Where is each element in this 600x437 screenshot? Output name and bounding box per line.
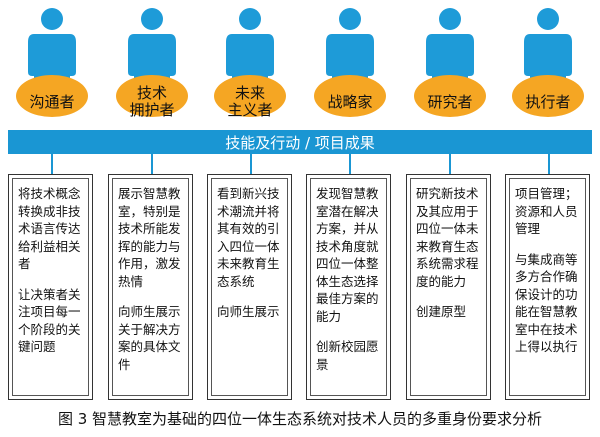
skills-banner: 技能及行动 / 项目成果 (8, 130, 592, 154)
description-text: 将技术概念转换成非技术语言传达给利益相关者 (18, 186, 81, 271)
description-box-strategist: 发现智慧教室潜在解决方案，并从技术角度就四位一体整体生态选择最佳方案的能力 创新… (306, 174, 391, 400)
description-box-futurist: 看到新兴技术潮流并将其有效的引入四位一体未来教育生态系统 向师生展示 (207, 174, 292, 400)
connector-line (449, 154, 451, 174)
connector-line (548, 154, 550, 174)
description-box-tech-advocate: 展示智慧教室，特别是技术所能发挥的能力与作用，激发热情 向师生展示关于解决方案的… (108, 174, 193, 400)
description-text: 研究新技术及其应用于四位一体未来教育生态系统需求程度的能力 (416, 186, 479, 289)
role-figure-executor: 执行者 (510, 6, 586, 118)
role-figure-strategist: 战略家 (312, 6, 388, 118)
role-figure-futurist: 未来 主义者 (212, 6, 288, 119)
connector-line (151, 154, 153, 174)
description-text: 发现智慧教室潜在解决方案，并从技术角度就四位一体整体生态选择最佳方案的能力 (316, 186, 379, 324)
person-icon (116, 8, 188, 117)
role-label: 未来 主义者 (227, 84, 273, 119)
role-label: 执行者 (525, 92, 571, 111)
person-icon (214, 8, 286, 117)
role-figure-tech-advocate: 技术 拥护者 (114, 6, 190, 119)
person-icon (314, 8, 386, 117)
description-text: 让决策者关注项目每一个阶段的关键问题 (18, 286, 81, 355)
description-text: 创建原型 (416, 304, 467, 319)
description-text: 项目管理；资源和人员管理 (515, 186, 578, 236)
person-icon (16, 8, 88, 117)
role-label: 战略家 (327, 92, 373, 111)
description-box-executor: 项目管理；资源和人员管理 与集成商等多方合作确保设计的功能在智慧教室中在技术上得… (505, 174, 590, 400)
connector-line (51, 154, 53, 174)
role-figure-communicator: 沟通者 (14, 6, 90, 118)
description-text: 向师生展示关于解决方案的具体文件 (118, 304, 181, 372)
description-box-researcher: 研究新技术及其应用于四位一体未来教育生态系统需求程度的能力 创建原型 (406, 174, 491, 400)
description-text: 向师生展示 (217, 304, 280, 319)
description-text: 与集成商等多方合作确保设计的功能在智慧教室中在技术上得以执行 (515, 251, 578, 355)
role-label: 技术 拥护者 (129, 84, 175, 119)
role-figure-researcher: 研究者 (412, 6, 488, 118)
person-icon (414, 8, 486, 117)
description-text: 看到新兴技术潮流并将其有效的引入四位一体未来教育生态系统 (217, 186, 280, 289)
role-label: 沟通者 (29, 92, 75, 111)
skills-banner-text: 技能及行动 / 项目成果 (225, 133, 375, 152)
role-label: 研究者 (427, 92, 473, 111)
description-box-communicator: 将技术概念转换成非技术语言传达给利益相关者 让决策者关注项目每一个阶段的关键问题 (8, 174, 93, 400)
figure-caption: 图 3 智慧教室为基础的四位一体生态系统对技术人员的多重身份要求分析 (57, 410, 543, 428)
description-text: 展示智慧教室，特别是技术所能发挥的能力与作用，激发热情 (118, 186, 181, 289)
person-icon (512, 8, 584, 117)
description-text: 创新校园愿景 (316, 339, 379, 372)
connector-line (250, 154, 252, 174)
connector-line (349, 154, 351, 174)
